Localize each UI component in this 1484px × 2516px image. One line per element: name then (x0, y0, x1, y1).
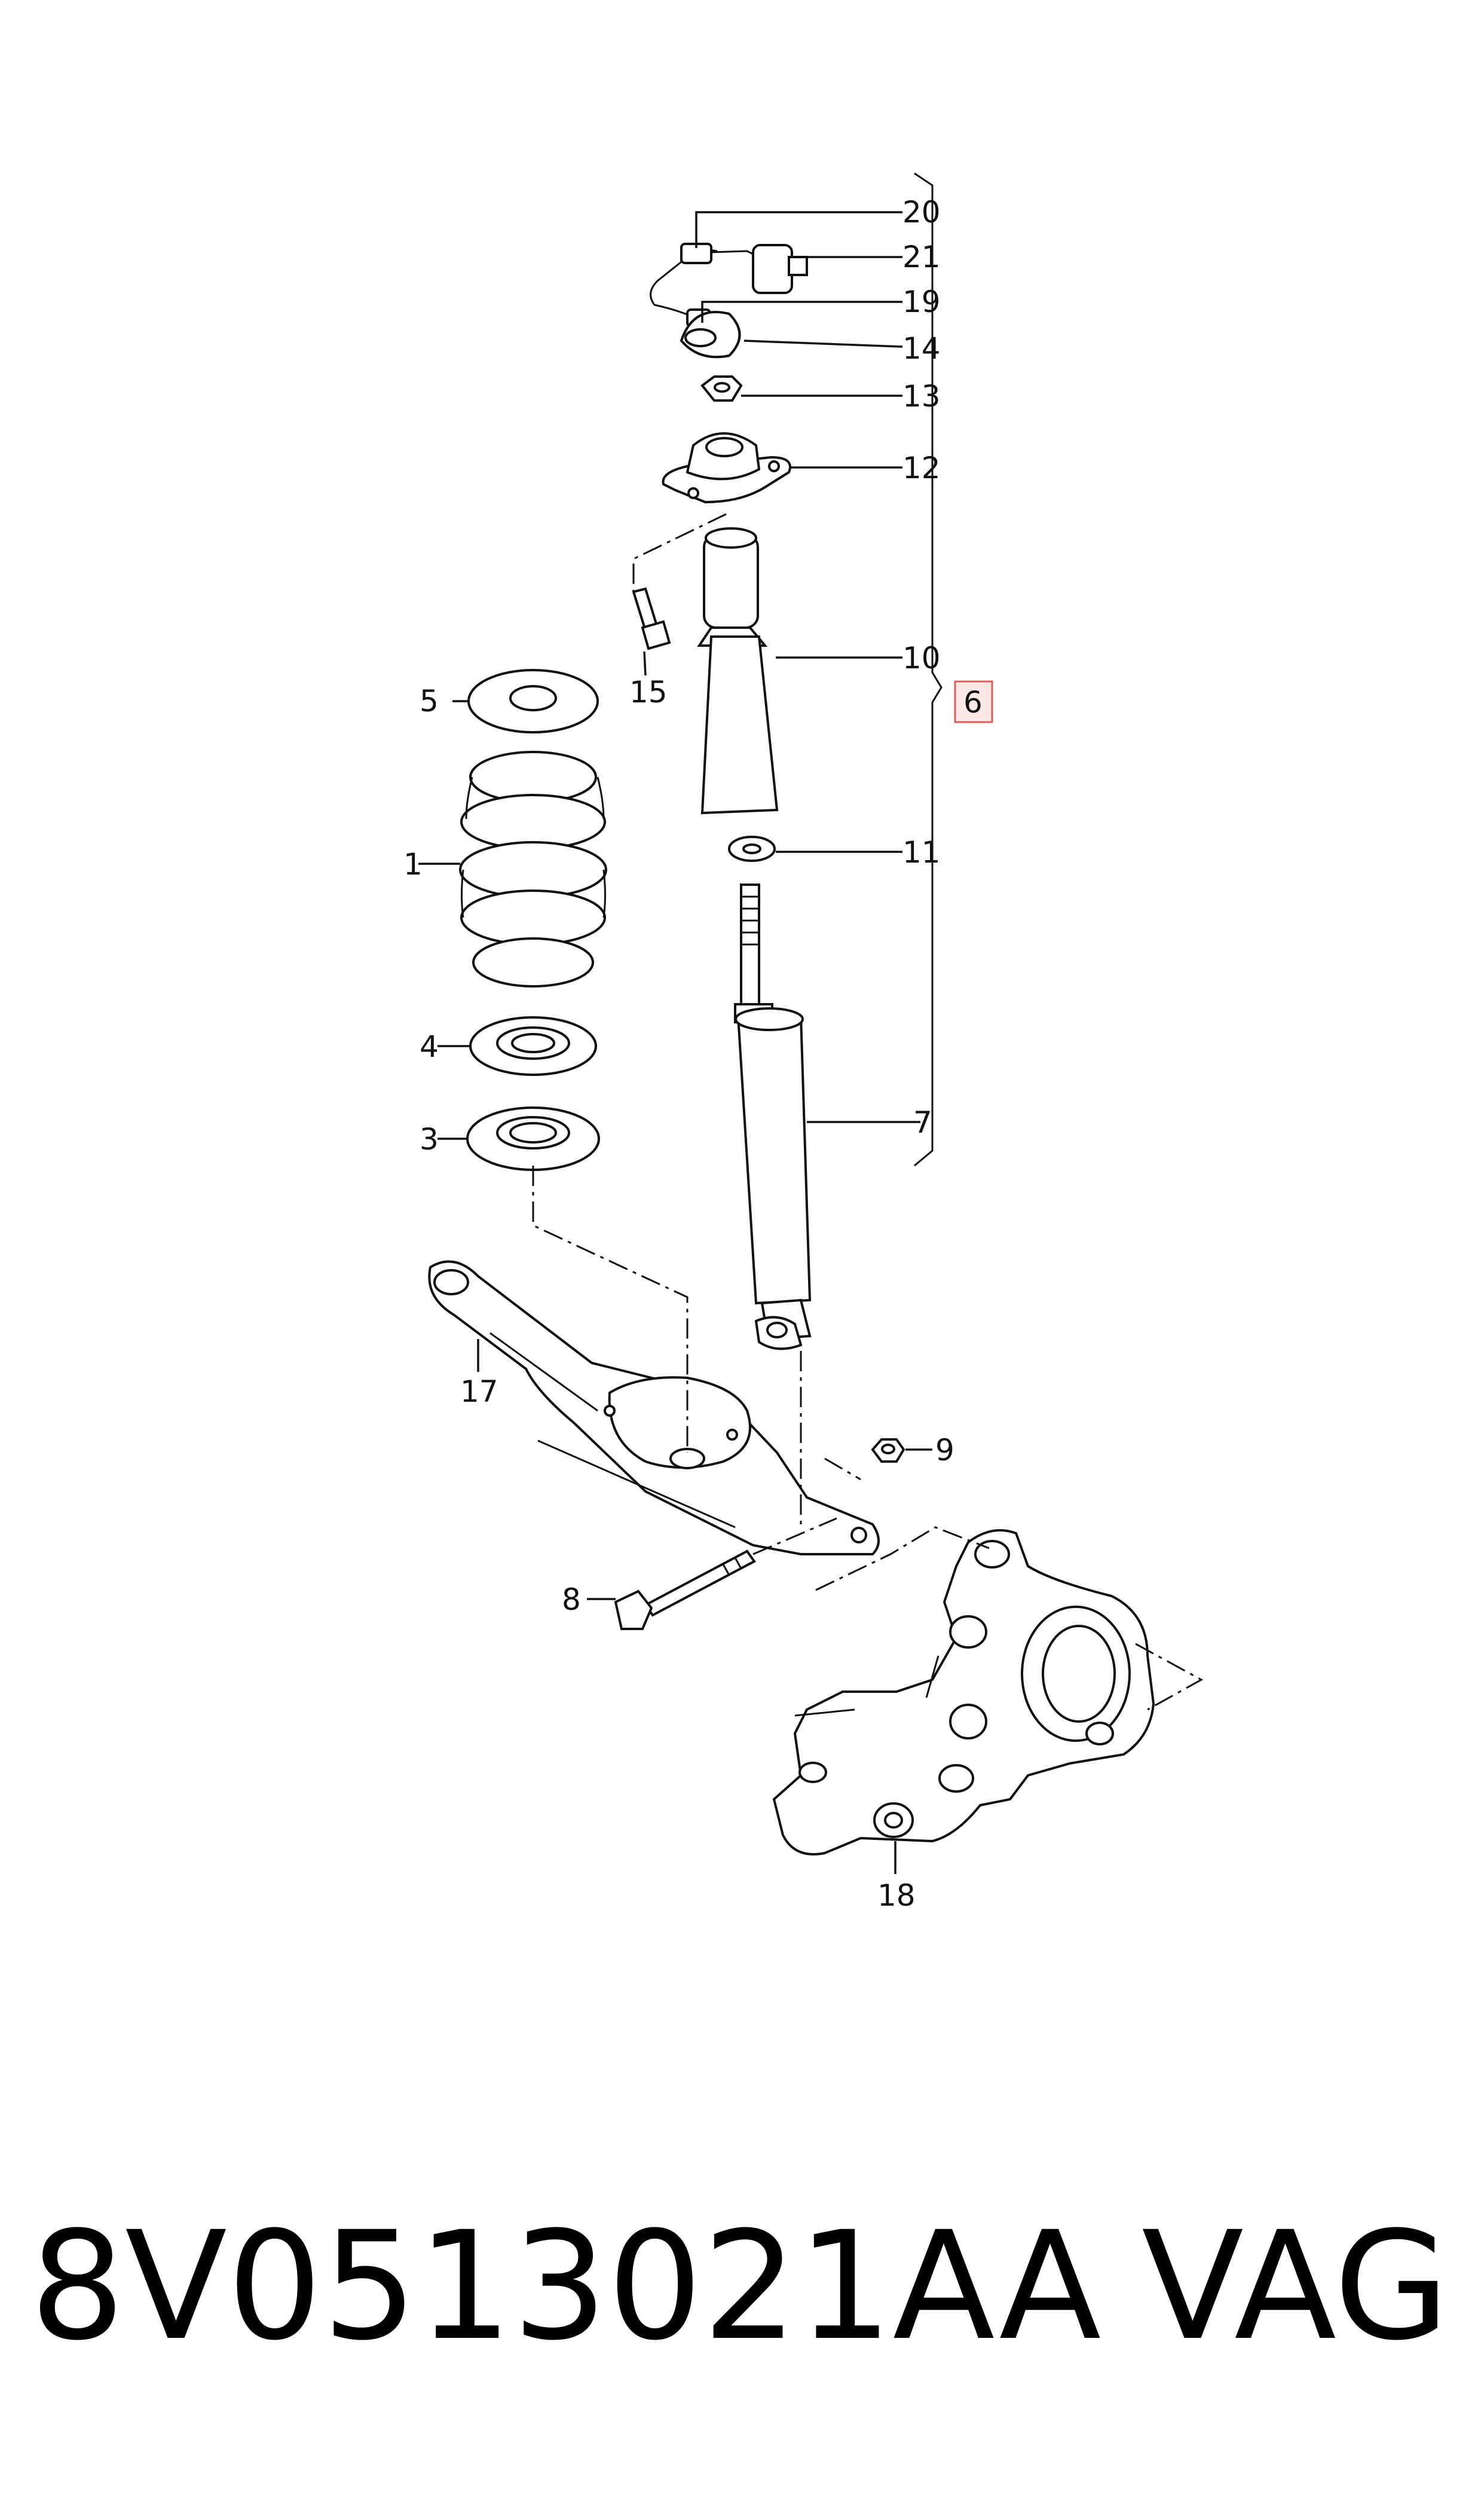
callout-12: 12 (902, 451, 941, 485)
callout-15: 15 (629, 675, 668, 710)
upper-spring-seat-part (467, 669, 599, 733)
protective-cap-part (680, 311, 741, 359)
control-arm-part (428, 1260, 880, 1555)
callout-7: 7 (913, 1105, 932, 1140)
assembly-line (752, 1517, 837, 1555)
assembly-line (632, 513, 727, 592)
callout-3: 3 (420, 1122, 439, 1157)
callout-14: 14 (902, 331, 941, 366)
shock-absorber-part (734, 883, 812, 1350)
lower-spring-pad-part (466, 1106, 600, 1171)
callout-20: 20 (902, 195, 941, 230)
callout-19: 19 (902, 285, 941, 319)
callout-4: 4 (420, 1029, 439, 1064)
callout-1: 1 (403, 847, 423, 882)
long-bolt-part (614, 1549, 756, 1630)
strut-mount-part (662, 432, 791, 504)
washer-part (728, 836, 776, 862)
coil-spring-part (459, 751, 607, 988)
callout-10: 10 (902, 641, 941, 675)
dust-boot-part (697, 527, 779, 815)
callout-21: 21 (902, 240, 941, 274)
spring-seat-part (469, 1016, 597, 1076)
callout-18: 18 (877, 1878, 916, 1913)
callout-5: 5 (420, 684, 439, 719)
callout-6: 6 (963, 685, 983, 720)
assembly-line (815, 1526, 990, 1591)
assembly-line (1135, 1643, 1204, 1711)
brand-name: VAG (1142, 2199, 1450, 2373)
assembly-line (532, 1166, 689, 1453)
wheel-carrier-part (772, 1529, 1155, 1855)
bolt-short-part (632, 587, 671, 650)
part-number: 8V0513021AA (30, 2199, 1101, 2373)
callout-13: 13 (902, 379, 941, 414)
assembly-line (824, 1457, 861, 1481)
callout-11: 11 (902, 835, 941, 870)
nut-small-part (871, 1438, 905, 1463)
highlight-box-6[interactable] (954, 680, 993, 723)
nut-part (700, 375, 743, 402)
callout-8: 8 (562, 1582, 581, 1617)
callout-17: 17 (460, 1374, 498, 1409)
assembly-bracket (914, 172, 943, 1167)
leader-lines (418, 211, 932, 1874)
callout-9: 9 (935, 1433, 954, 1468)
